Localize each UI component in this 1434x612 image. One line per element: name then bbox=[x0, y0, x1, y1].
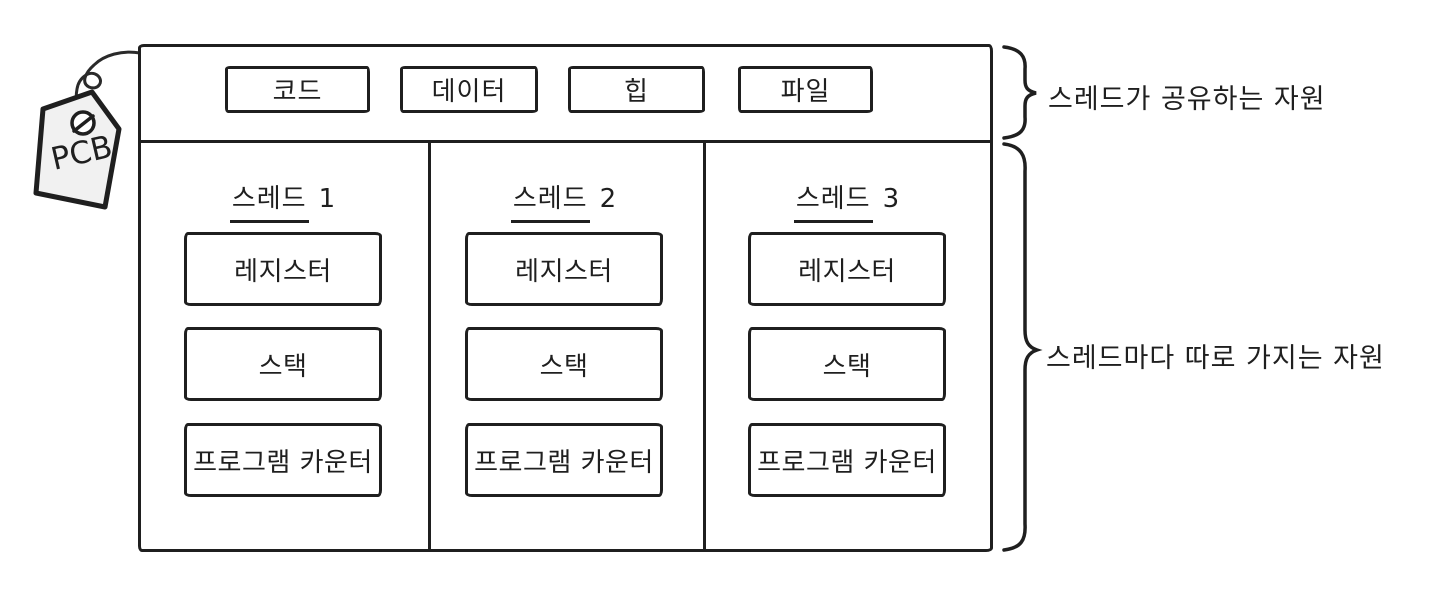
shared-box-data: 데이터 bbox=[400, 66, 538, 113]
tag-hole-slash-icon bbox=[72, 114, 95, 133]
shared-box-code: 코드 bbox=[225, 66, 370, 113]
thread-column-1: 스레드 1 레지스터 스택 프로그램 카운터 bbox=[141, 140, 425, 550]
thread-3-registers-box: 레지스터 bbox=[748, 232, 946, 306]
thread-2-stack-box: 스택 bbox=[465, 327, 663, 401]
thread-2-title-label: 스레드 bbox=[510, 178, 590, 223]
thread-3-title-label: 스레드 bbox=[793, 178, 873, 223]
thread-1-title-label: 스레드 bbox=[229, 178, 309, 223]
thread-2-registers-box: 레지스터 bbox=[465, 232, 663, 306]
thread-column-3: 스레드 3 레지스터 스택 프로그램 카운터 bbox=[703, 140, 991, 550]
thread-divider-1 bbox=[428, 143, 431, 549]
thread-2-title-number: 2 bbox=[599, 184, 618, 214]
thread-3-program-counter-box: 프로그램 카운터 bbox=[748, 423, 946, 497]
thread-1-stack-box: 스택 bbox=[184, 327, 382, 401]
shared-section-divider bbox=[141, 140, 990, 143]
tag-string bbox=[74, 50, 142, 118]
thread-3-stack-box: 스택 bbox=[748, 327, 946, 401]
thread-3-title: 스레드 3 bbox=[703, 178, 991, 223]
tag-body bbox=[33, 89, 122, 210]
shared-box-heap: 힙 bbox=[568, 66, 705, 113]
per-thread-resources-annotation: 스레드마다 따로 가지는 자원 bbox=[1046, 343, 1385, 374]
shared-resources-annotation: 스레드가 공유하는 자원 bbox=[1048, 84, 1326, 115]
thread-2-program-counter-box: 프로그램 카운터 bbox=[465, 423, 663, 497]
thread-divider-2 bbox=[703, 143, 706, 549]
pcb-tag: PCB bbox=[33, 50, 142, 210]
thread-1-registers-box: 레지스터 bbox=[184, 232, 382, 306]
thread-1-program-counter-box: 프로그램 카운터 bbox=[184, 423, 382, 497]
per-thread-resources-brace bbox=[1002, 142, 1043, 552]
shared-box-files: 파일 bbox=[738, 66, 873, 113]
thread-1-title-number: 1 bbox=[318, 184, 337, 214]
thread-1-title: 스레드 1 bbox=[141, 178, 425, 223]
thread-column-2: 스레드 2 레지스터 스택 프로그램 카운터 bbox=[428, 140, 700, 550]
shared-resources-brace bbox=[1002, 45, 1037, 140]
thread-2-title: 스레드 2 bbox=[428, 178, 700, 223]
thread-3-title-number: 3 bbox=[882, 184, 901, 214]
